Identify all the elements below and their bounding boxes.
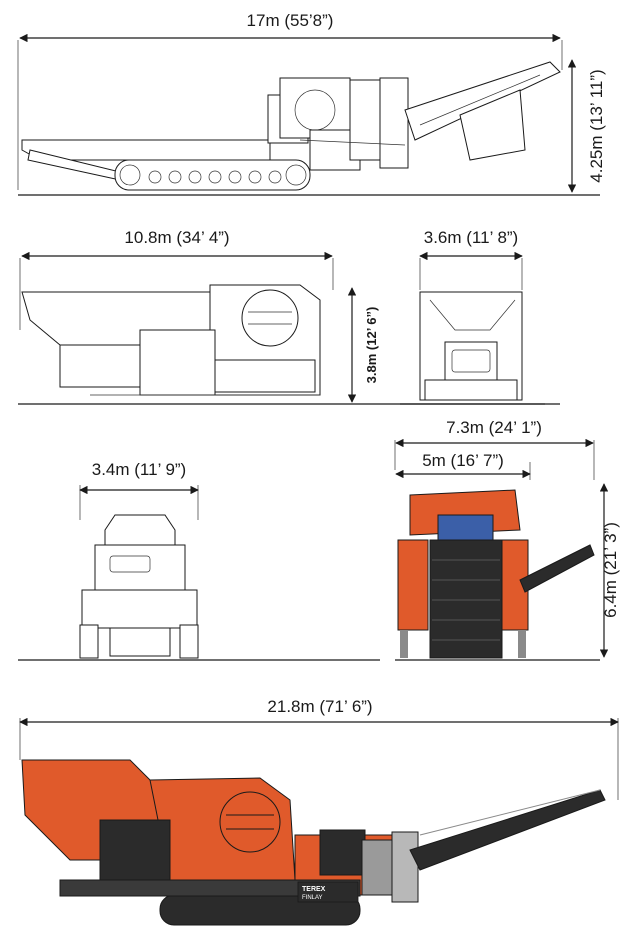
side-length-dimension: 17m (55’8”) [19, 11, 561, 43]
transport-height-label: 3.8m (12’ 6”) [364, 307, 379, 384]
working-length-dimension: 21.8m (71’ 6”) [19, 697, 619, 727]
working-height-dimension: 6.4m (21’ 3”) [599, 483, 620, 658]
working-body-width-label: 5m (16’ 7”) [422, 451, 504, 470]
transport-height-dimension: 3.8m (12’ 6”) [347, 287, 379, 403]
working-total-width-label: 7.3m (24’ 1”) [446, 418, 542, 437]
track-wheels [119, 164, 307, 186]
front-width-label: 3.4m (11’ 9”) [92, 460, 186, 479]
working-body-width-dimension: 5m (16’ 7”) [395, 451, 531, 479]
transport-width-dimension: 3.6m (11’ 8”) [419, 228, 523, 261]
working-side-drawing: TEREX FINLAY [19, 718, 619, 926]
side-length-label: 17m (55’8”) [247, 11, 334, 30]
front-width-dimension: 3.4m (11’ 9”) [79, 460, 199, 495]
transport-length-dimension: 10.8m (34’ 4”) [21, 228, 333, 261]
rear-view-drawing [400, 258, 545, 405]
model-plate-text: FINLAY [302, 895, 323, 901]
belt-lines [432, 559, 500, 641]
working-front-drawing [394, 440, 600, 661]
transport-side-drawing [18, 258, 560, 405]
working-total-width-dimension: 7.3m (24’ 1”) [395, 418, 594, 448]
front-view-drawing [18, 485, 380, 661]
side-height-dimension: 4.25m (13’ 11”) [567, 59, 606, 193]
brand-plate-text: TEREX [302, 886, 326, 893]
side-height-label: 4.25m (13’ 11”) [587, 69, 606, 182]
working-height-label: 6.4m (21’ 3”) [601, 522, 620, 618]
side-view-drawing [17, 40, 600, 196]
transport-width-label: 3.6m (11’ 8”) [424, 228, 518, 247]
working-length-label: 21.8m (71’ 6”) [267, 697, 372, 716]
transport-length-label: 10.8m (34’ 4”) [124, 228, 229, 247]
